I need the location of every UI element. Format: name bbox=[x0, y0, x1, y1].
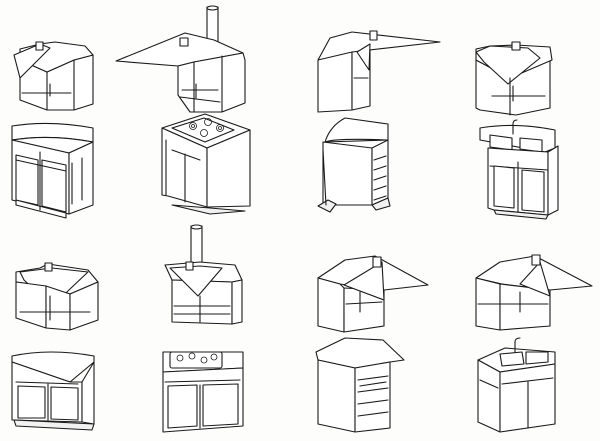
wall-corner-cabinet-with-flue-r1c2 bbox=[115, 5, 246, 113]
wall-corner-cabinet-r1c1 bbox=[13, 41, 94, 111]
base-end-cabinet-with-drawers-r4c3 bbox=[315, 337, 405, 433]
base-corner-sink-cabinet-r2c4 bbox=[479, 119, 559, 220]
wall-cabinet-with-flue-r3c2 bbox=[164, 224, 243, 325]
wall-angled-end-cabinet-r1c3 bbox=[317, 30, 441, 113]
base-sink-cabinet-r4c4 bbox=[477, 337, 556, 433]
wall-corner-cabinet-r1c4 bbox=[475, 41, 553, 116]
base-hob-cabinet-r4c2 bbox=[162, 351, 244, 433]
wall-end-cabinet-r3c3 bbox=[317, 255, 429, 333]
base-corner-cabinet-r2c1 bbox=[11, 122, 94, 219]
base-corner-cabinet-r4c1 bbox=[11, 351, 95, 431]
wall-end-cabinet-r3c4 bbox=[475, 254, 593, 331]
wall-corner-cabinet-r3c1 bbox=[15, 262, 99, 331]
base-angled-end-cabinet-r2c3 bbox=[317, 117, 391, 213]
base-corner-hob-cabinet-r2c2 bbox=[161, 113, 251, 215]
